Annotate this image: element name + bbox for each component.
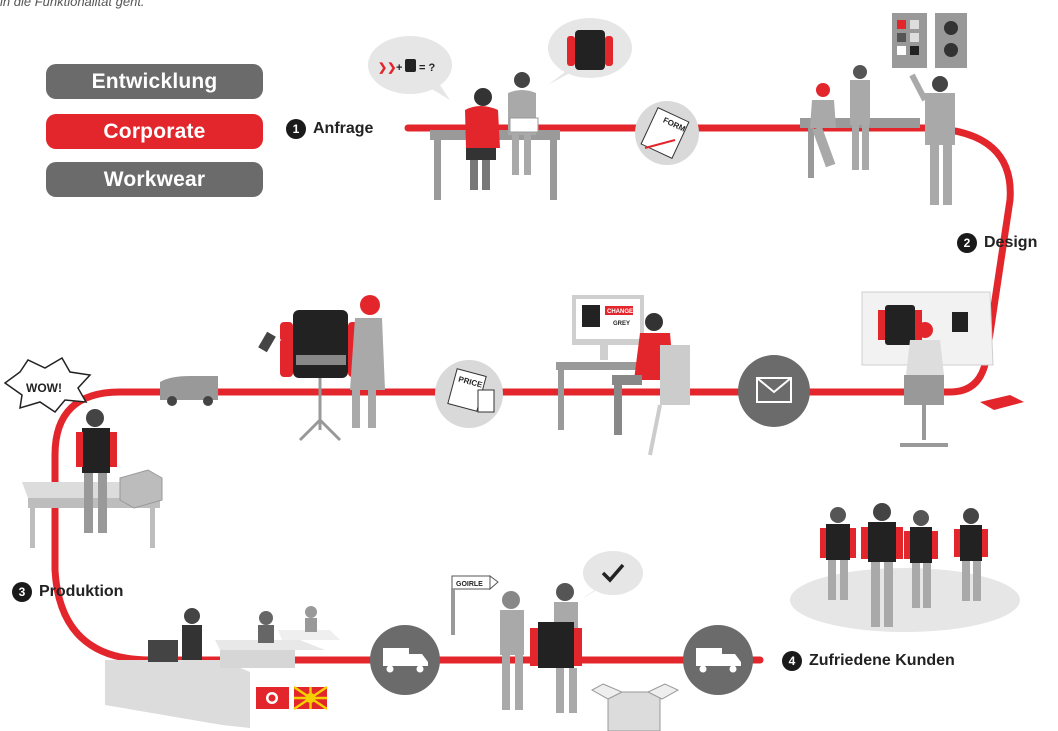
step-number-badge: 1: [286, 119, 306, 139]
chevrons-icon: ❯❯: [378, 62, 396, 74]
step-anfrage: 1 Anfrage: [286, 119, 373, 139]
form-icon: FORM: [635, 101, 699, 165]
meeting-scene: ❯❯ + = ?: [368, 18, 632, 200]
factory-scene: [105, 606, 340, 728]
wow-text: WOW!: [26, 381, 62, 395]
truck-icon: [370, 625, 440, 695]
computer-user-scene: CHANGE GREY: [556, 295, 690, 456]
step-number-badge: 3: [12, 582, 32, 602]
category-entwicklung-button[interactable]: Entwicklung: [46, 64, 263, 99]
step-label-text: Produktion: [39, 583, 124, 600]
van-icon: [160, 376, 218, 406]
jacket-icon: [405, 59, 416, 72]
step-zufriedene-kunden: 4 Zufriedene Kunden: [782, 651, 955, 671]
sample-scene: SAMPLE: [258, 295, 385, 442]
delivery-scene: GOIRLE: [451, 551, 680, 731]
step-design: 2 Design: [957, 233, 1037, 253]
process-path: [51, 124, 1014, 664]
checkmark-icon: [583, 551, 643, 595]
tunisia-flag-icon: [256, 687, 289, 709]
envelope-icon: [738, 355, 810, 427]
step-label-text: Zufriedene Kunden: [809, 652, 955, 669]
customers-scene: [790, 503, 1020, 632]
step-number-badge: 2: [957, 233, 977, 253]
caption-fragment: in die Funktionalität geht.: [0, 0, 145, 9]
price-calculator-icon: PRICE: [435, 360, 503, 428]
step-number-badge: 4: [782, 651, 802, 671]
wow-burst-icon: WOW!: [3, 356, 92, 413]
category-corporate-button[interactable]: Corporate: [46, 114, 263, 149]
category-workwear-button[interactable]: Workwear: [46, 162, 263, 197]
step-produktion: 3 Produktion: [12, 582, 123, 602]
svg-text:+: +: [396, 62, 402, 74]
design-team-scene: [800, 13, 967, 205]
truck-icon: [683, 625, 753, 695]
sign-text: GOIRLE: [456, 581, 483, 588]
change-text: CHANGE: [607, 309, 633, 315]
macedonia-flag-icon: [293, 685, 328, 711]
packing-scene: [22, 409, 163, 548]
step-label-text: Design: [984, 234, 1038, 251]
box-icon: [590, 683, 680, 731]
grey-text: GREY: [613, 321, 630, 327]
step-label-text: Anfrage: [313, 120, 374, 137]
designer-scene: [861, 291, 1024, 447]
equation-text: = ?: [419, 62, 435, 74]
